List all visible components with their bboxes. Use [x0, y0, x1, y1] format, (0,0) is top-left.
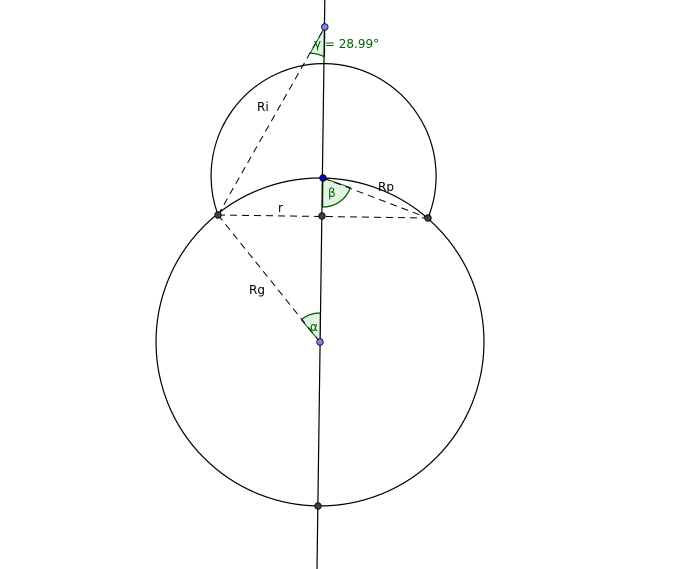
point-small-center[interactable]	[319, 174, 327, 182]
segment-rg[interactable]	[217, 214, 321, 343]
point-chord-midpoint[interactable]	[318, 212, 326, 220]
segment-ri[interactable]	[217, 26, 326, 216]
angle-beta-label: β	[328, 186, 336, 200]
small-circle-arc[interactable]	[210, 63, 437, 219]
angle-beta-sector	[322, 177, 352, 208]
angle-gamma-arc	[310, 52, 325, 58]
label-rp: Rp	[378, 180, 394, 194]
label-rg: Rg	[249, 283, 265, 297]
point-left-intersection[interactable]	[214, 211, 222, 219]
point-top[interactable]	[321, 23, 329, 31]
point-bottom[interactable]	[314, 502, 322, 510]
axis-line[interactable]	[316, 0, 326, 569]
angle-alpha-arc	[300, 312, 321, 321]
angle-beta-arc	[322, 187, 351, 208]
angle-gamma-label: γ = 28.99°	[314, 37, 379, 51]
point-large-center[interactable]	[316, 338, 324, 346]
label-ri: Ri	[257, 100, 269, 114]
label-r: r	[278, 201, 283, 215]
point-right-intersection[interactable]	[424, 214, 432, 222]
angle-alpha-label: α	[310, 320, 318, 334]
segment-rp[interactable]	[322, 177, 429, 219]
